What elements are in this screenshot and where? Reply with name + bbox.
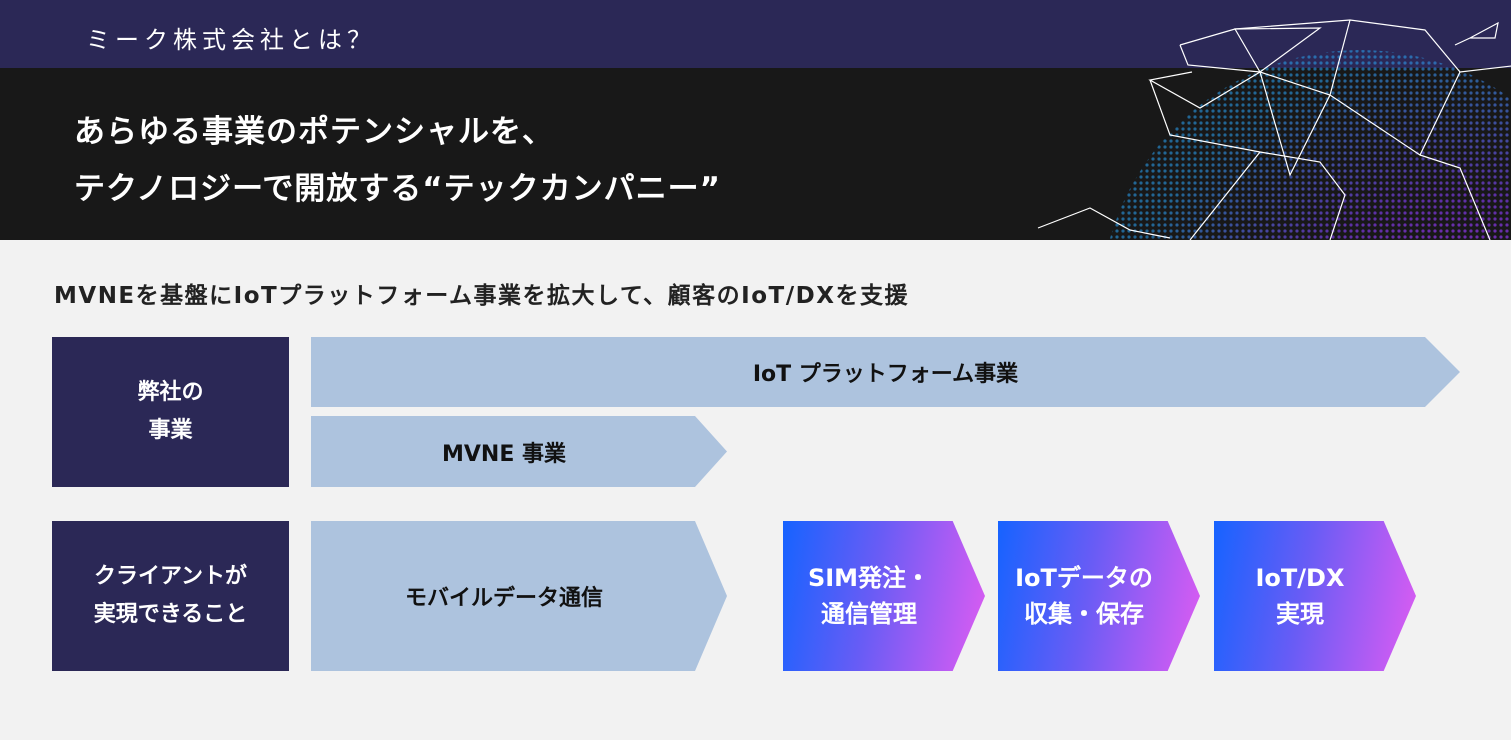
client-achievements-label: クライアントが 実現できること [52,521,289,671]
company-business-label: 弊社の 事業 [52,337,289,487]
section-title: ミーク株式会社とは？ [86,26,376,54]
hero-line-1: あらゆる事業のポテンシャルを、 [74,114,554,150]
step-sim-order: SIM発注・ 通信管理 [783,521,985,671]
mvne-arrow: MVNE 事業 [311,416,727,487]
mobile-data-label: モバイルデータ通信 [404,586,603,611]
hero-line-2: テクノロジーで開放する“テックカンパニー” [74,171,722,207]
step-iot-dx: IoT/DX 実現 [1214,521,1416,671]
mvne-label: MVNE 事業 [441,441,567,467]
mobile-data-arrow: モバイルデータ通信 [311,521,727,671]
top-bar: ミーク株式会社とは？ [0,0,1511,68]
globe-network-illustration [1037,19,1511,240]
iot-platform-label: IoT プラットフォーム事業 [752,362,1019,387]
iot-platform-arrow: IoT プラットフォーム事業 [311,337,1460,407]
step-iot-data: IoTデータの 収集・保存 [998,521,1200,671]
subtitle: MVNEを基盤にIoTプラットフォーム事業を拡大して、顧客のIoT/DXを支援 [54,283,909,309]
